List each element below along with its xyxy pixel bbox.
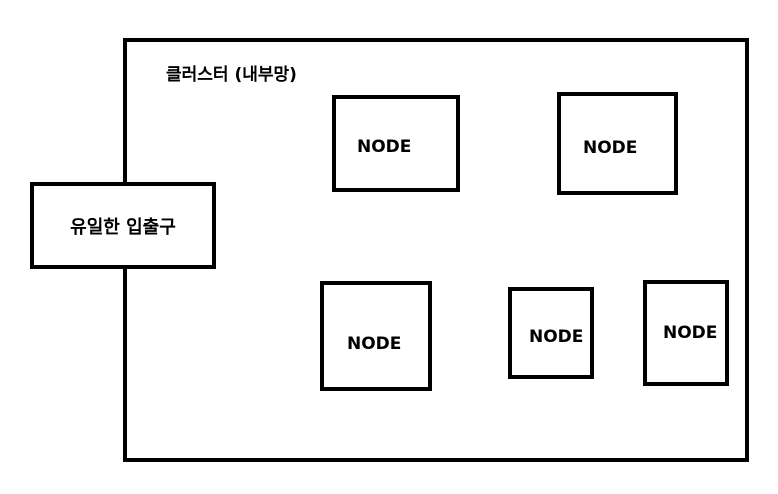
gateway-label: 유일한 입출구: [70, 216, 176, 238]
node-label: NODE: [529, 327, 584, 347]
node-box: NODE: [320, 281, 432, 391]
node-label: NODE: [583, 138, 638, 158]
node-box: NODE: [643, 280, 729, 386]
gateway-box: 유일한 입출구: [30, 182, 216, 269]
node-label: NODE: [663, 323, 718, 343]
node-label: NODE: [347, 334, 402, 354]
node-box: NODE: [557, 92, 678, 195]
node-box: NODE: [332, 95, 460, 192]
cluster-label: 클러스터 (내부망): [166, 65, 297, 85]
node-box: NODE: [508, 287, 594, 379]
node-label: NODE: [357, 137, 412, 157]
